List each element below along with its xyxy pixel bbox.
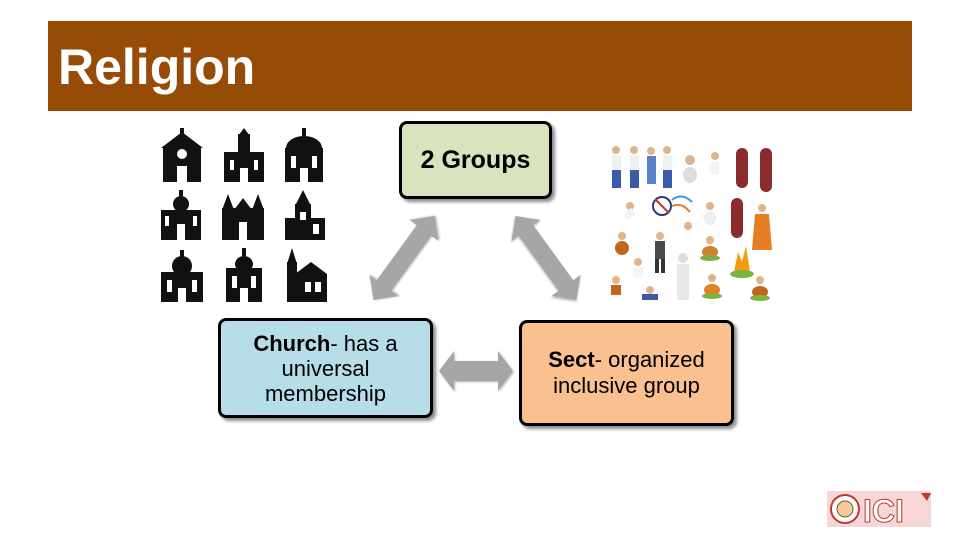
totem-figure: [736, 148, 772, 192]
person-figure: [702, 274, 722, 299]
person-figure: [655, 232, 665, 273]
person-figure: [684, 222, 692, 241]
totem-figure: [731, 198, 743, 238]
groups-label: 2 Groups: [420, 145, 531, 174]
slide-title: Religion: [58, 39, 256, 95]
double-arrow-left: [369, 215, 439, 301]
person-figure: [700, 236, 720, 261]
person-figure: [750, 276, 770, 301]
groups-box: 2 Groups: [399, 121, 552, 199]
church-icon: [285, 190, 325, 240]
person-figure: [677, 253, 689, 300]
church-icon: [161, 250, 203, 302]
person-figure: [663, 146, 672, 188]
church-icon: [285, 128, 323, 182]
logo-text: ICI: [863, 493, 904, 529]
church-icon: [226, 248, 262, 302]
person-figure: [622, 202, 636, 220]
double-arrow-right: [511, 215, 581, 301]
sect-box: Sect- organized inclusive group: [519, 320, 734, 426]
church-term: Church: [253, 330, 331, 356]
ici-logo: ICI: [827, 491, 931, 529]
person-figure: [633, 258, 643, 277]
sect-text: Sect- organized inclusive group: [530, 347, 723, 399]
person-figure: [704, 202, 716, 225]
title-bar: Religion: [48, 21, 912, 111]
church-box: Church- has a universal membership: [218, 318, 433, 418]
person-figure: [612, 146, 621, 188]
double-arrow-horizontal: [439, 351, 513, 391]
person-figure: [683, 155, 697, 183]
church-icon: [224, 128, 264, 182]
church-icon: [222, 194, 264, 240]
church-icon: [161, 128, 203, 182]
person-figure: [752, 204, 772, 250]
person-figure: [615, 232, 629, 255]
church-description: - has a universal membership: [264, 330, 398, 406]
person-figure: [611, 276, 621, 295]
person-figure: [642, 286, 658, 300]
person-figure: [630, 146, 639, 188]
person-figure: [710, 152, 719, 174]
fire-icon: [730, 246, 754, 278]
sect-description: - organized inclusive group: [553, 347, 705, 398]
sect-term: Sect: [548, 347, 595, 372]
symbol-icon: [652, 195, 693, 216]
church-text: Church- has a universal membership: [229, 331, 422, 406]
church-icon: [287, 248, 327, 302]
church-icon: [161, 190, 201, 240]
person-figure: [647, 147, 656, 184]
